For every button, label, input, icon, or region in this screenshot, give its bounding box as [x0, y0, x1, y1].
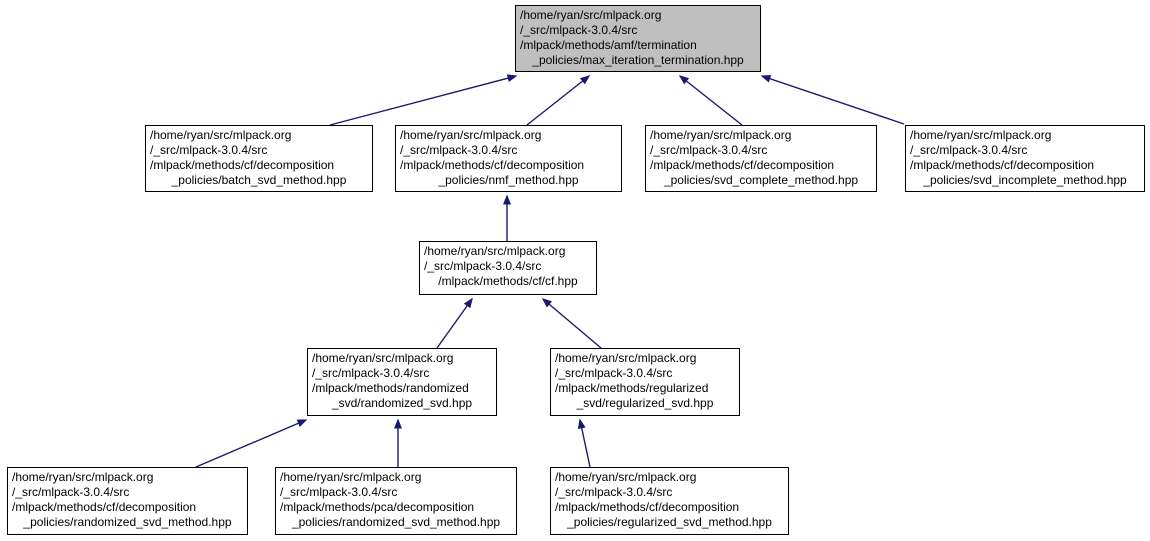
graph-node-randomized-svd[interactable]: /home/ryan/src/mlpack.org/_src/mlpack-3.… — [307, 348, 497, 416]
edge-svd-complete-method-to-max-iteration-termination — [678, 75, 743, 126]
node-path-line: _policies/max_iteration_termination.hpp — [532, 53, 744, 67]
node-path-line: /home/ryan/src/mlpack.org — [150, 128, 292, 142]
node-path-line: /mlpack/methods/pca/decomposition — [280, 500, 475, 514]
node-path-line: _policies/nmf_method.hpp — [438, 173, 579, 187]
graph-node-regularized-svd[interactable]: /home/ryan/src/mlpack.org/_src/mlpack-3.… — [550, 348, 740, 416]
node-path-line: /mlpack/methods/cf/decomposition — [910, 158, 1095, 172]
node-path-line: /home/ryan/src/mlpack.org — [650, 128, 792, 142]
node-path-line: /home/ryan/src/mlpack.org — [520, 8, 662, 22]
node-path-line: /mlpack/methods/cf/decomposition — [150, 158, 335, 172]
node-path-line: /mlpack/methods/cf/decomposition — [12, 500, 197, 514]
node-path-line: /home/ryan/src/mlpack.org — [555, 351, 697, 365]
node-path-line: _svd/randomized_svd.hpp — [331, 396, 473, 410]
graph-node-pca-randomized-svd-method[interactable]: /home/ryan/src/mlpack.org/_src/mlpack-3.… — [275, 467, 517, 535]
node-path-line: /home/ryan/src/mlpack.org — [424, 244, 566, 258]
node-path-line: /_src/mlpack-3.0.4/src — [555, 366, 673, 380]
node-path-line: _policies/svd_incomplete_method.hpp — [923, 173, 1127, 187]
graph-node-cf-randomized-svd-method[interactable]: /home/ryan/src/mlpack.org/_src/mlpack-3.… — [7, 467, 248, 535]
graph-node-max-iteration-termination[interactable]: /home/ryan/src/mlpack.org/_src/mlpack-3.… — [515, 5, 761, 72]
node-path-line: /home/ryan/src/mlpack.org — [400, 128, 542, 142]
node-path-line: /home/ryan/src/mlpack.org — [910, 128, 1052, 142]
node-path-line: _policies/batch_svd_method.hpp — [171, 173, 347, 187]
node-path-line: _policies/randomized_svd_method.hpp — [23, 515, 232, 529]
node-path-line: /mlpack/methods/regularized — [555, 381, 709, 395]
node-path-line: /home/ryan/src/mlpack.org — [555, 470, 697, 484]
node-path-line: _policies/randomized_svd_method.hpp — [291, 515, 501, 529]
node-path-line: /home/ryan/src/mlpack.org — [12, 470, 154, 484]
edge-nmf-method-to-max-iteration-termination — [526, 75, 591, 126]
edge-batch-svd-method-to-max-iteration-termination — [329, 74, 518, 126]
node-path-line: /_src/mlpack-3.0.4/src — [312, 366, 430, 380]
graph-node-nmf-method[interactable]: /home/ryan/src/mlpack.org/_src/mlpack-3.… — [395, 125, 622, 192]
graph-node-cf[interactable]: /home/ryan/src/mlpack.org/_src/mlpack-3.… — [419, 241, 597, 295]
graph-node-svd-complete-method[interactable]: /home/ryan/src/mlpack.org/_src/mlpack-3.… — [645, 125, 877, 192]
node-path-line: /_src/mlpack-3.0.4/src — [650, 143, 768, 157]
edge-cf-randomized-svd-method-to-randomized-svd — [195, 419, 308, 468]
node-path-line: _svd/regularized_svd.hpp — [576, 396, 714, 410]
node-path-line: /home/ryan/src/mlpack.org — [312, 351, 454, 365]
node-path-line: _policies/regularized_svd_method.hpp — [567, 515, 772, 529]
edge-regularized-svd-to-cf — [541, 298, 602, 349]
node-path-line: /mlpack/methods/amf/termination — [520, 38, 697, 52]
graph-node-batch-svd-method[interactable]: /home/ryan/src/mlpack.org/_src/mlpack-3.… — [145, 125, 373, 192]
node-path-line: /_src/mlpack-3.0.4/src — [12, 485, 130, 499]
edge-cf-regularized-svd-method-to-regularized-svd — [577, 418, 591, 468]
edge-randomized-svd-to-cf — [436, 297, 473, 349]
node-path-line: /home/ryan/src/mlpack.org — [280, 470, 422, 484]
node-path-line: /_src/mlpack-3.0.4/src — [555, 485, 673, 499]
node-path-line: _policies/svd_complete_method.hpp — [663, 173, 859, 187]
node-path-line: /_src/mlpack-3.0.4/src — [520, 23, 638, 37]
graph-node-cf-regularized-svd-method[interactable]: /home/ryan/src/mlpack.org/_src/mlpack-3.… — [550, 467, 789, 535]
graph-node-svd-incomplete-method[interactable]: /home/ryan/src/mlpack.org/_src/mlpack-3.… — [905, 125, 1145, 192]
node-path-line: /mlpack/methods/cf/decomposition — [650, 158, 835, 172]
edge-svd-incomplete-method-to-max-iteration-termination — [760, 74, 905, 125]
node-path-line: /_src/mlpack-3.0.4/src — [400, 143, 518, 157]
node-path-line: /mlpack/methods/cf/decomposition — [555, 500, 740, 514]
node-path-line: /_src/mlpack-3.0.4/src — [910, 143, 1028, 157]
node-path-line: /_src/mlpack-3.0.4/src — [280, 485, 398, 499]
node-path-line: /_src/mlpack-3.0.4/src — [150, 143, 268, 157]
node-path-line: /mlpack/methods/cf/decomposition — [400, 158, 585, 172]
node-path-line: /mlpack/methods/cf/cf.hpp — [438, 274, 578, 288]
node-path-line: /mlpack/methods/randomized — [312, 381, 469, 395]
node-path-line: /_src/mlpack-3.0.4/src — [424, 259, 542, 273]
